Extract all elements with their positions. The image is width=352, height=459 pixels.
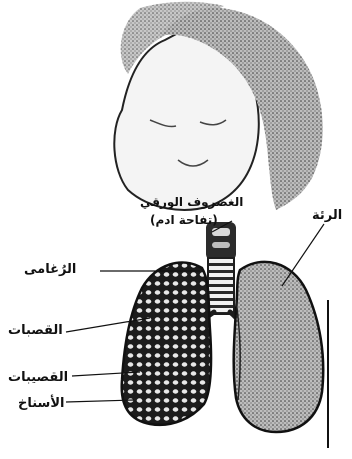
label-adams-apple: (تفاحة ادم) (150, 214, 218, 226)
left-lung (122, 262, 211, 424)
head-figure (114, 2, 322, 210)
label-bronchioles: القصيبات (8, 371, 68, 384)
label-alveoli: الأسناخ (18, 397, 64, 410)
label-lung: الرئة (312, 209, 342, 222)
trachea (208, 258, 234, 314)
right-lung (234, 262, 324, 432)
label-larynx: الغضروف الورقي (140, 196, 243, 208)
label-bronchi: القصبات (8, 324, 63, 337)
label-trachea: الرُغامى (24, 263, 76, 276)
